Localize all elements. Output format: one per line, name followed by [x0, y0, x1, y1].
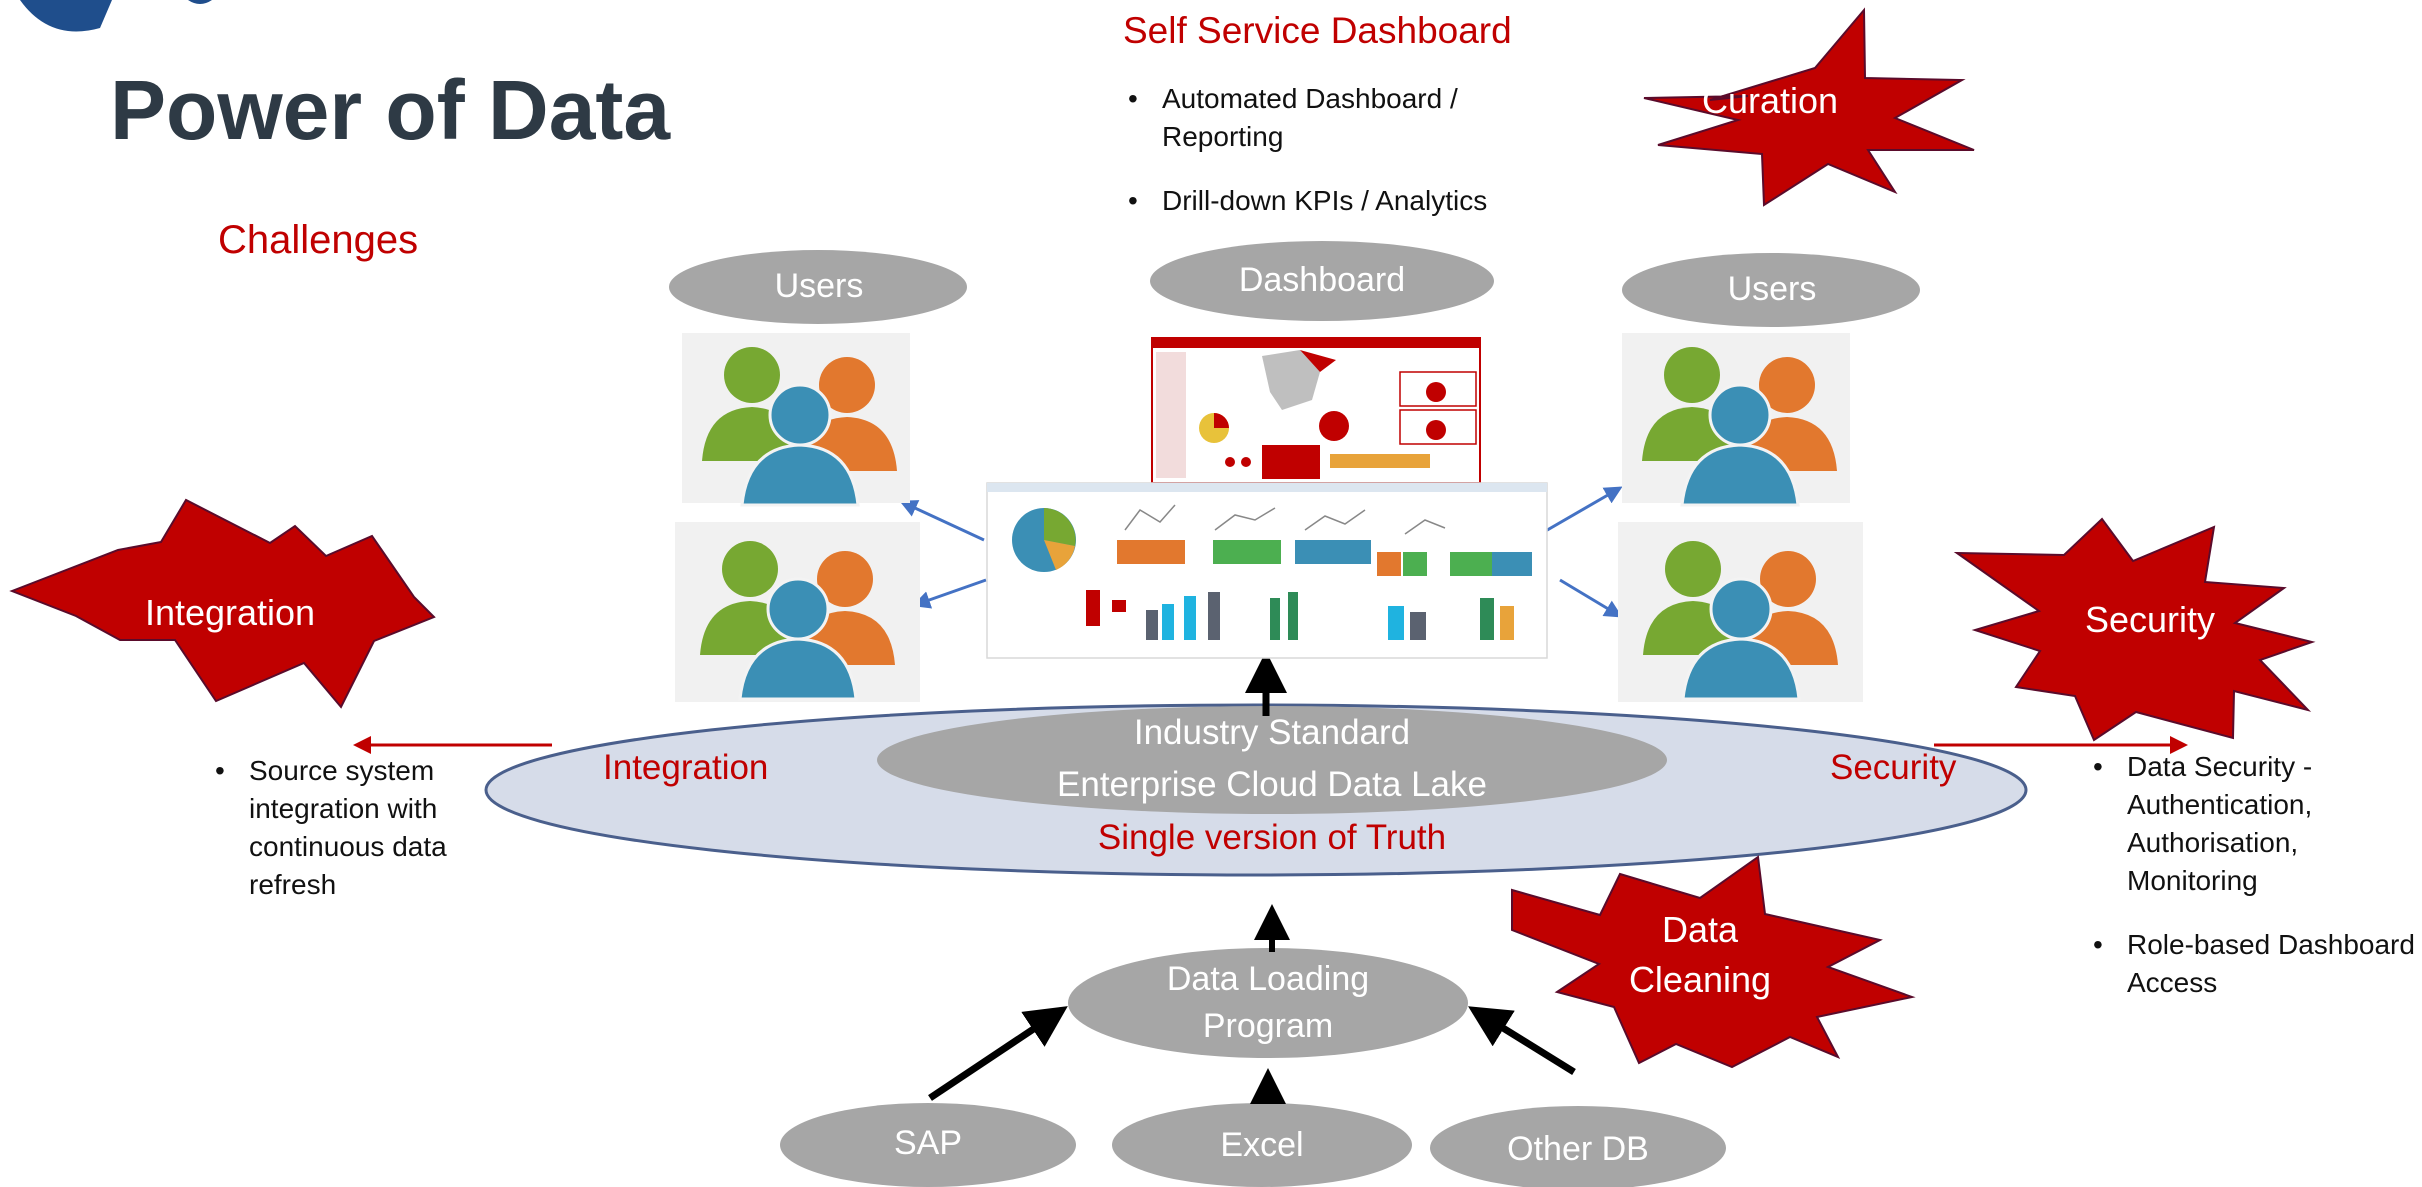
users-right-label: Users: [1727, 270, 1817, 308]
challenges-subtitle: Challenges: [218, 218, 419, 262]
integration-lake-label: Integration: [603, 748, 769, 787]
users-top-right-group: [1622, 333, 1850, 507]
integration-star-label: Integration: [144, 592, 316, 633]
dashboard-to-users-top-left: [899, 500, 985, 542]
users-top-left-group: [682, 333, 910, 507]
data-lake-inner-ellipse: [877, 706, 1667, 814]
single-truth-label: Single version of Truth: [1097, 818, 1447, 857]
integration-star: [9, 498, 436, 709]
dashboard-screenshot-1: [1151, 337, 1481, 484]
data-cleaning-label: Data Cleaning: [1600, 905, 1800, 1005]
page-title: Power of Data: [110, 63, 671, 157]
integration-note-item: Source system integration with continuou…: [215, 752, 515, 904]
loader-line2: Program: [1202, 1007, 1334, 1045]
sap-label: SAP: [893, 1124, 963, 1162]
dashboard-to-users-bottom-left: [912, 578, 987, 609]
security-lake-label: Security: [1830, 748, 1957, 787]
self-service-item: Drill-down KPIs / Analytics: [1128, 182, 1548, 220]
loader-line1: Data Loading: [1166, 960, 1370, 998]
self-service-item: Automated Dashboard / Reporting: [1128, 80, 1548, 156]
users-left-label: Users: [774, 267, 864, 305]
lake-title-line2: Enterprise Cloud Data Lake: [1057, 765, 1487, 804]
dashboard-to-users-bottom-right: [1559, 578, 1623, 618]
curation-star: [1643, 7, 1975, 207]
self-service-title: Self Service Dashboard: [1123, 10, 1512, 51]
curation-label: Curation: [1701, 80, 1839, 121]
security-star: [1953, 517, 2316, 742]
other-db-label: Other DB: [1507, 1130, 1649, 1168]
data-cleaning-star: [1511, 855, 1916, 1069]
excel-label: Excel: [1220, 1126, 1304, 1164]
security-notes: Data Security - Authentication, Authoris…: [2093, 748, 2422, 1028]
loader-pill: [1068, 948, 1468, 1058]
users-left-pill: [669, 250, 967, 324]
excel-pill: [1112, 1103, 1412, 1187]
other-db-to-loader-arrow: [1468, 1006, 1576, 1075]
other-db-pill: [1430, 1106, 1726, 1187]
security-note-item: Data Security - Authentication, Authoris…: [2093, 748, 2422, 900]
lake-title-line1: Industry Standard: [1133, 713, 1411, 752]
integration-notes: Source system integration with continuou…: [215, 752, 515, 930]
dashboard-screenshot-2: [986, 482, 1548, 659]
logo-fragment-2: [188, 0, 212, 4]
dashboard-label: Dashboard: [1238, 261, 1406, 299]
users-right-pill: [1622, 253, 1920, 327]
sap-to-loader-arrow: [928, 1006, 1068, 1101]
users-bottom-right-group: [1618, 522, 1863, 702]
security-note-item: Role-based Dashboard Access: [2093, 926, 2422, 1002]
security-star-label: Security: [2084, 599, 2216, 640]
data-cleaning-line1: Data: [1661, 909, 1739, 950]
data-cleaning-line2: Cleaning: [1628, 959, 1772, 1000]
logo-fragment: [20, 0, 112, 32]
sap-pill: [780, 1103, 1076, 1187]
users-bottom-left-group: [675, 522, 920, 702]
dashboard-pill: [1150, 241, 1494, 321]
self-service-list: Automated Dashboard / Reporting Drill-do…: [1128, 80, 1548, 246]
